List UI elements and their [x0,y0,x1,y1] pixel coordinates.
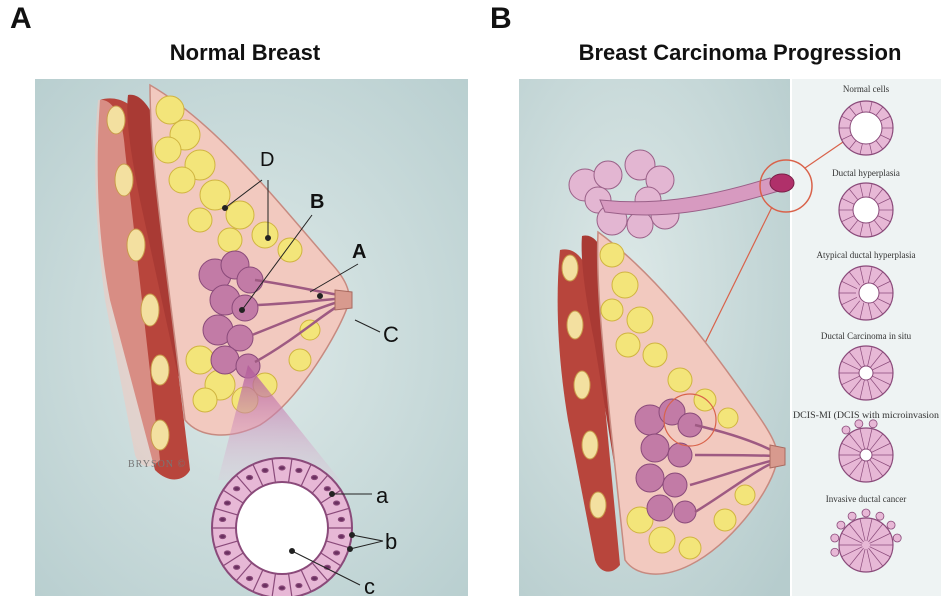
invading-cell [876,512,884,520]
cell-nucleus [334,501,340,505]
cell-nucleus [296,468,302,472]
cell-nucleus [234,487,240,491]
breast-b-nipple [770,445,785,468]
cell-nucleus [220,535,226,539]
cell-nucleus [296,584,302,588]
cell-nucleus [247,476,253,480]
cell-nucleus [234,565,240,569]
illustrator-credit: BRYSON © [128,459,186,470]
stage-cell-lumen [850,112,882,144]
panel-b-illustration: Normal cells Ductal hyperplasia Atypical… [519,79,941,596]
stage-label-4: DCIS-MI (DCIS with microinvasion [793,410,940,420]
panel-a-illustration: BRYSON © D B A C a b c [35,79,468,596]
stage-cell-lumen [859,366,873,380]
inset-label-b: b [385,529,397,554]
cell-nucleus [224,551,230,555]
label-a: A [352,241,366,263]
cell-nucleus [279,466,285,470]
cell-nucleus [311,576,317,580]
invading-cell [862,509,870,517]
stage-label-5: Invasive ductal cancer [826,494,906,504]
cell-nucleus [324,487,330,491]
inset-label-a: a [376,483,389,508]
stage-label-1: Ductal hyperplasia [832,168,900,178]
cell-nucleus [247,576,253,580]
label-b: B [310,191,324,213]
stage-label-3: Ductal Carcinoma in situ [821,331,912,341]
stage-cell-lumen [853,197,879,223]
stage-cell-lumen [860,449,872,461]
cell-nucleus [338,517,344,521]
cell-nucleus [262,584,268,588]
invading-cell [848,512,856,520]
invading-cell [887,521,895,529]
inset-label-c: c [364,574,375,596]
stage-label-2: Atypical ductal hyperplasia [817,250,916,260]
invading-cell [893,534,901,542]
cell-nucleus [224,501,230,505]
invading-cell [831,548,839,556]
duct-opening [770,174,794,192]
label-d: D [260,149,274,171]
cell-nucleus [262,468,268,472]
cell-nucleus [334,551,340,555]
stage-label-0: Normal cells [843,84,890,94]
cell-nucleus [311,476,317,480]
invading-cell [855,420,863,428]
cell-nucleus [220,517,226,521]
cell-nucleus [338,535,344,539]
invading-cell [837,521,845,529]
duct-cross-section [212,458,352,596]
invading-cell [831,534,839,542]
cell-nucleus [279,586,285,590]
nipple [335,290,352,310]
stage-cell-lumen [859,283,879,303]
label-c: C [383,322,399,347]
invading-cell [842,426,850,434]
invading-cell [869,420,877,428]
